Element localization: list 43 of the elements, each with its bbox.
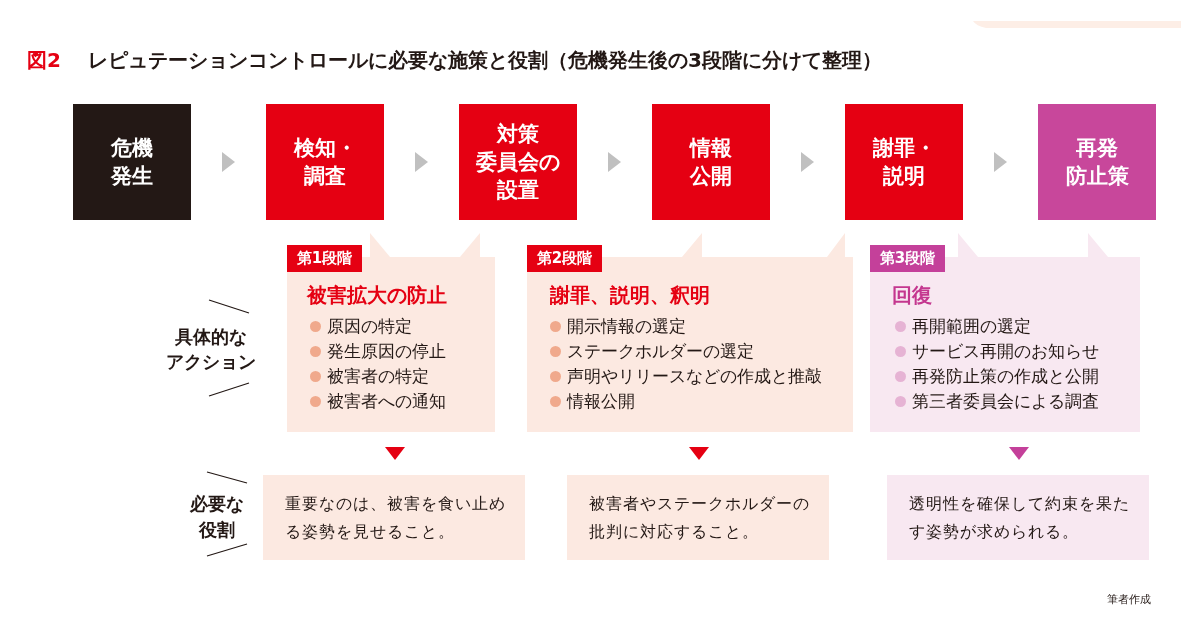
bullet-text: 声明やリリースなどの作成と推敲 [567, 365, 822, 388]
arrow [1009, 447, 1029, 460]
bullet-text: 開示情報の選定 [567, 315, 686, 338]
bullet-text: 被害者の特定 [327, 365, 429, 388]
arrow [415, 152, 428, 172]
bullet-text: 被害者への通知 [327, 390, 446, 413]
stage-tag: 第2段階 [527, 245, 602, 272]
bullet-text: 第三者委員会による調査 [912, 390, 1099, 413]
arrow [994, 152, 1007, 172]
note-box: 被害者やステークホルダーの批判に対応すること。 [567, 475, 829, 560]
bullet-text: 情報公開 [567, 390, 635, 413]
stage-heading: 謝罪、説明、釈明 [550, 283, 710, 307]
step-box: 情報公開 [652, 104, 770, 220]
bullet-text: ステークホルダーの選定 [567, 340, 754, 363]
row-label: 具体的なアクション [165, 325, 257, 374]
figure-number: 図2 [27, 48, 61, 72]
stage-tag: 第1段階 [287, 245, 362, 272]
step-box: 検知・調査 [266, 104, 384, 220]
bullet-text: 発生原因の停止 [327, 340, 446, 363]
arrow [801, 152, 814, 172]
speech-bubble [527, 233, 853, 432]
step-box: 危機発生 [73, 104, 191, 220]
row-label: 必要な役割 [189, 492, 245, 542]
step-box: 対策委員会の設置 [459, 104, 577, 220]
speech-bubble [870, 233, 1140, 432]
arrow [608, 152, 621, 172]
stage-tag: 第3段階 [870, 245, 945, 272]
note-box: 透明性を確保して約束を果たす姿勢が求められる。 [887, 475, 1149, 560]
title: レピュテーションコントロールに必要な施策と役割（危機発生後の3段階に分けて整理） [88, 48, 882, 72]
bullet-text: 原因の特定 [327, 315, 412, 338]
step-box: 再発防止策 [1038, 104, 1156, 220]
bullet-text: サービス再開のお知らせ [912, 340, 1099, 363]
step-box: 謝罪・説明 [845, 104, 963, 220]
source-note: 筆者作成 [1107, 593, 1151, 607]
bullet-text: 再開範囲の選定 [912, 315, 1031, 338]
stage-heading: 被害拡大の防止 [307, 283, 447, 307]
bullet-text: 再発防止策の作成と公開 [912, 365, 1099, 388]
arrow [689, 447, 709, 460]
speech-bubble [287, 233, 495, 432]
note-box: 重要なのは、被害を食い止める姿勢を見せること。 [263, 475, 525, 560]
arrow [222, 152, 235, 172]
stage-heading: 回復 [892, 283, 932, 307]
arrow [385, 447, 405, 460]
